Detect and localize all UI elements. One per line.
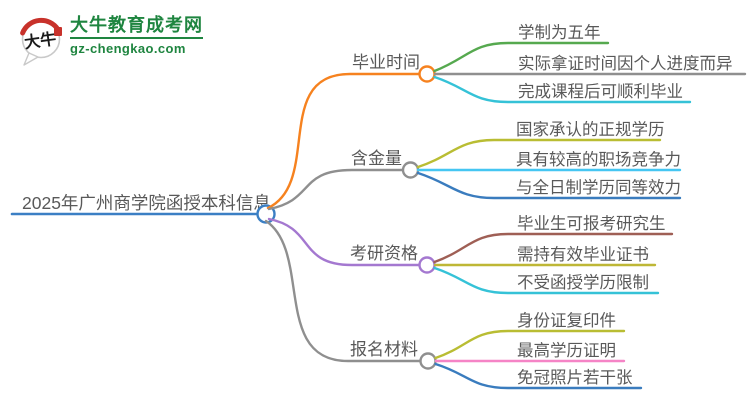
- leaf-2-3-line: [416, 171, 682, 200]
- red-arc: [20, 17, 61, 36]
- red-seal: [54, 27, 62, 36]
- leaf-4-2-label[interactable]: 最高学历证明: [517, 341, 616, 360]
- branch-3-handle[interactable]: [418, 256, 436, 274]
- branch-2-handle[interactable]: [401, 161, 420, 179]
- leaf-1-2-label[interactable]: 实际拿证时间因个人进度而异: [518, 53, 733, 73]
- leaf-2-2-label[interactable]: 具有较高的职场竞争力: [516, 150, 681, 169]
- leaf-4-1-label[interactable]: 身份证复印件: [517, 311, 616, 330]
- branch-3-label[interactable]: 考研资格: [350, 244, 418, 263]
- logo-title: 大牛教育成考网: [70, 15, 203, 35]
- leaf-1-3-label[interactable]: 完成课程后可顺利毕业: [518, 82, 683, 101]
- leaf-2-3-label[interactable]: 与全日制学历同等效力: [516, 178, 681, 197]
- leaf-3-3-line: [433, 266, 660, 295]
- bubble-tail: [23, 52, 39, 66]
- branch-1-label[interactable]: 毕业时间: [352, 53, 420, 72]
- root-node-label[interactable]: 2025年广州商学院函授本科信息: [22, 193, 271, 213]
- logo-url: gz-chengkao.com: [70, 41, 186, 56]
- branch-4-line: [264, 219, 422, 363]
- leaf-3-3-label[interactable]: 不受函授学历限制: [517, 273, 649, 292]
- logo-bubble-icon: 大牛: [20, 17, 62, 66]
- leaf-2-1-line: [416, 138, 662, 169]
- leaf-3-1-label[interactable]: 毕业生可报考研究生: [517, 214, 666, 233]
- branch-4-label[interactable]: 报名材料: [350, 340, 418, 359]
- leaf-4-1-line: [434, 329, 626, 360]
- leaf-1-1-line: [433, 41, 610, 73]
- branch-2-label[interactable]: 含金量: [351, 149, 402, 168]
- branch-3-line: [267, 217, 421, 267]
- logo-divider: [70, 37, 203, 39]
- branch-1-handle[interactable]: [418, 65, 436, 83]
- leaf-4-3-label[interactable]: 免冠照片若干张: [517, 368, 633, 387]
- leaf-4-3-line: [434, 362, 643, 390]
- leaf-3-1-line: [433, 232, 674, 264]
- branch-2-line: [267, 168, 405, 211]
- leaf-2-1-label[interactable]: 国家承认的正规学历: [516, 120, 665, 139]
- branch-1-line: [266, 72, 421, 210]
- logo-icon-text: 大牛: [23, 29, 57, 52]
- branch-4-handle[interactable]: [419, 352, 437, 370]
- leaf-1-3-line: [433, 75, 692, 104]
- leaf-3-2-label[interactable]: 需持有效毕业证书: [517, 245, 649, 264]
- leaf-1-1-label[interactable]: 学制为五年: [518, 23, 601, 42]
- site-logo[interactable]: 大牛 大牛教育成考网 gz-chengkao.com: [18, 14, 203, 66]
